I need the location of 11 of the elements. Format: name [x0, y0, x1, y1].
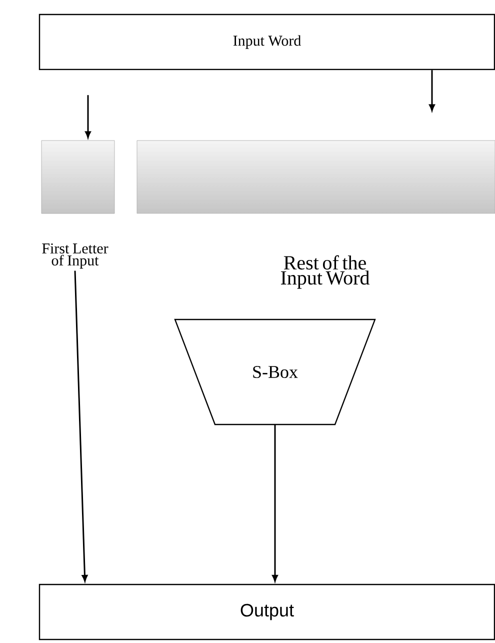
block: [41, 140, 115, 214]
text-label: First Letter of Input: [42, 243, 108, 269]
text-label: Rest of the Input Word: [280, 255, 370, 289]
s-box-trapezoid: S-Box: [174, 318, 376, 426]
arrow: [85, 95, 91, 138]
arrow: [74, 270, 88, 582]
text-box: Output: [38, 584, 495, 640]
arrow: [272, 424, 278, 582]
arrow: [429, 70, 435, 112]
block: [136, 140, 495, 214]
text-box: Input Word: [38, 14, 495, 70]
